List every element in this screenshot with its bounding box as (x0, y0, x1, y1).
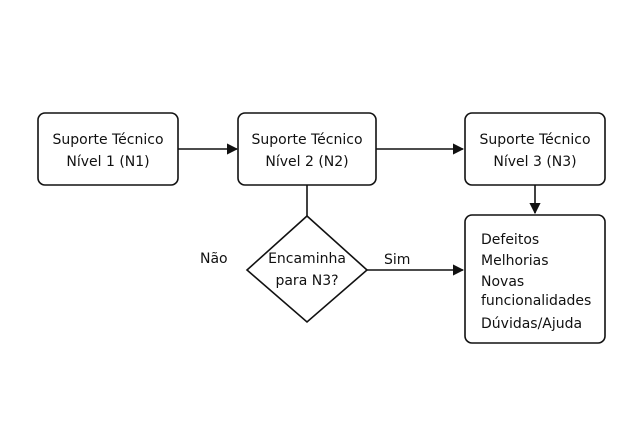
node-n1-line1: Suporte Técnico (52, 132, 163, 148)
branch-label-yes: Sim (384, 252, 410, 268)
node-n1: Suporte Técnico Nível 1 (N1) (37, 112, 179, 186)
node-n2: Suporte Técnico Nível 2 (N2) (237, 112, 377, 186)
node-n2-line1: Suporte Técnico (251, 132, 362, 148)
outcomes-box: Defeitos Melhorias Novas funcionalidades… (464, 214, 606, 344)
node-n3: Suporte Técnico Nível 3 (N3) (464, 112, 606, 186)
outcome-item: Defeitos (481, 232, 539, 248)
decision-line2: para N3? (275, 273, 338, 289)
outcome-item: Melhorias (481, 253, 549, 269)
node-n3-line2: Nível 3 (N3) (493, 154, 576, 170)
decision-node: Encaminha para N3? (245, 214, 369, 324)
branch-label-no: Não (200, 251, 228, 267)
node-n1-line2: Nível 1 (N1) (66, 154, 149, 170)
node-n2-line2: Nível 2 (N2) (265, 154, 348, 170)
outcome-item: funcionalidades (481, 293, 591, 309)
node-n3-line1: Suporte Técnico (479, 132, 590, 148)
decision-line1: Encaminha (268, 251, 346, 267)
outcome-item: Novas (481, 274, 524, 290)
outcome-item: Dúvidas/Ajuda (481, 316, 582, 332)
